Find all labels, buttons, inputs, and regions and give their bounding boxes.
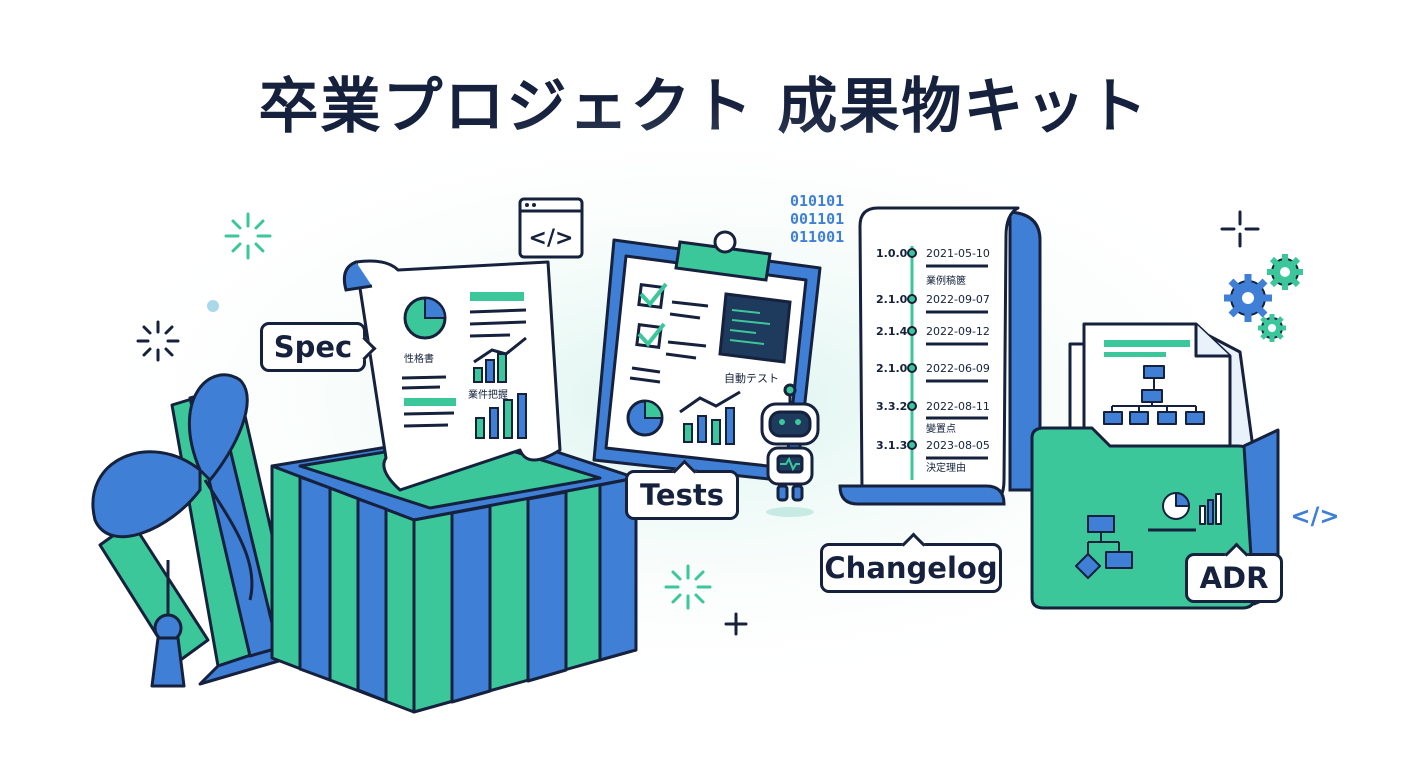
svg-text:1.0.0: 1.0.0 — [876, 247, 908, 260]
svg-text:</>: </> — [529, 226, 574, 251]
svg-text:自動テスト: 自動テスト — [724, 371, 779, 385]
plus-icon — [1220, 210, 1260, 248]
changelog-row: 3.1.3 2023-08-05 決定理由 — [876, 439, 990, 474]
callout-adr: ADR — [1185, 553, 1283, 603]
svg-text:011001: 011001 — [790, 228, 844, 246]
changelog-row: 1.0.0 2021-05-10 業例稿篋 — [876, 247, 990, 287]
gear-icon — [1267, 254, 1303, 290]
svg-text:2022-08-11: 2022-08-11 — [926, 400, 990, 413]
svg-text:變置点: 變置点 — [926, 422, 956, 435]
svg-text:010101: 010101 — [790, 192, 844, 210]
svg-text:決定理由: 決定理由 — [926, 461, 966, 474]
dot-decoration — [207, 300, 219, 312]
svg-text:2022-09-12: 2022-09-12 — [926, 325, 990, 338]
svg-text:2022-09-07: 2022-09-07 — [926, 293, 990, 306]
changelog-row: 2.1.0 2022-06-09 — [876, 362, 990, 383]
changelog-row: 3.3.2 2022-08-11 變置点 — [876, 400, 990, 435]
code-icon: </> — [1291, 502, 1340, 530]
robot-icon — [760, 383, 820, 517]
svg-text:001101: 001101 — [790, 210, 844, 228]
gear-icon — [1224, 274, 1272, 322]
sparkle-icon — [224, 212, 272, 260]
svg-text:</>: </> — [1291, 502, 1340, 530]
changelog-scroll: 1.0.0 2021-05-10 業例稿篋 2.1.0 2022-09-07 2… — [838, 206, 1042, 506]
code-window-icon: </> — [518, 197, 584, 259]
sparkle-icon — [664, 564, 712, 610]
svg-text:2023-08-05: 2023-08-05 — [926, 439, 990, 452]
svg-text:2.1.4: 2.1.4 — [876, 325, 908, 338]
svg-text:2.1.0: 2.1.0 — [876, 293, 908, 306]
changelog-row: 2.1.0 2022-09-07 — [876, 293, 990, 314]
svg-text:性格書: 性格書 — [404, 352, 434, 365]
svg-text:業件把握: 業件把握 — [468, 388, 508, 401]
svg-text:3.3.2: 3.3.2 — [876, 400, 907, 413]
callout-tests: Tests — [625, 470, 739, 520]
callout-spec: Spec — [260, 322, 366, 372]
svg-text:3.1.3: 3.1.3 — [876, 439, 907, 452]
svg-text:2.1.0: 2.1.0 — [876, 362, 908, 375]
svg-text:2021-05-10: 2021-05-10 — [926, 247, 990, 260]
changelog-list: 1.0.0 2021-05-10 業例稿篋 2.1.0 2022-09-07 2… — [876, 247, 990, 474]
callout-changelog: Changelog — [820, 543, 1002, 593]
sparkle-icon — [136, 320, 180, 362]
binary-text: 010101 001101 011001 — [790, 192, 844, 246]
plus-icon — [724, 612, 748, 636]
changelog-row: 2.1.4 2022-09-12 — [876, 325, 990, 346]
svg-text:業例稿篋: 業例稿篋 — [926, 274, 966, 287]
svg-text:2022-06-09: 2022-06-09 — [926, 362, 990, 375]
spec-document: 性格書 業件把握 — [342, 259, 562, 492]
gear-icon — [1258, 314, 1286, 342]
